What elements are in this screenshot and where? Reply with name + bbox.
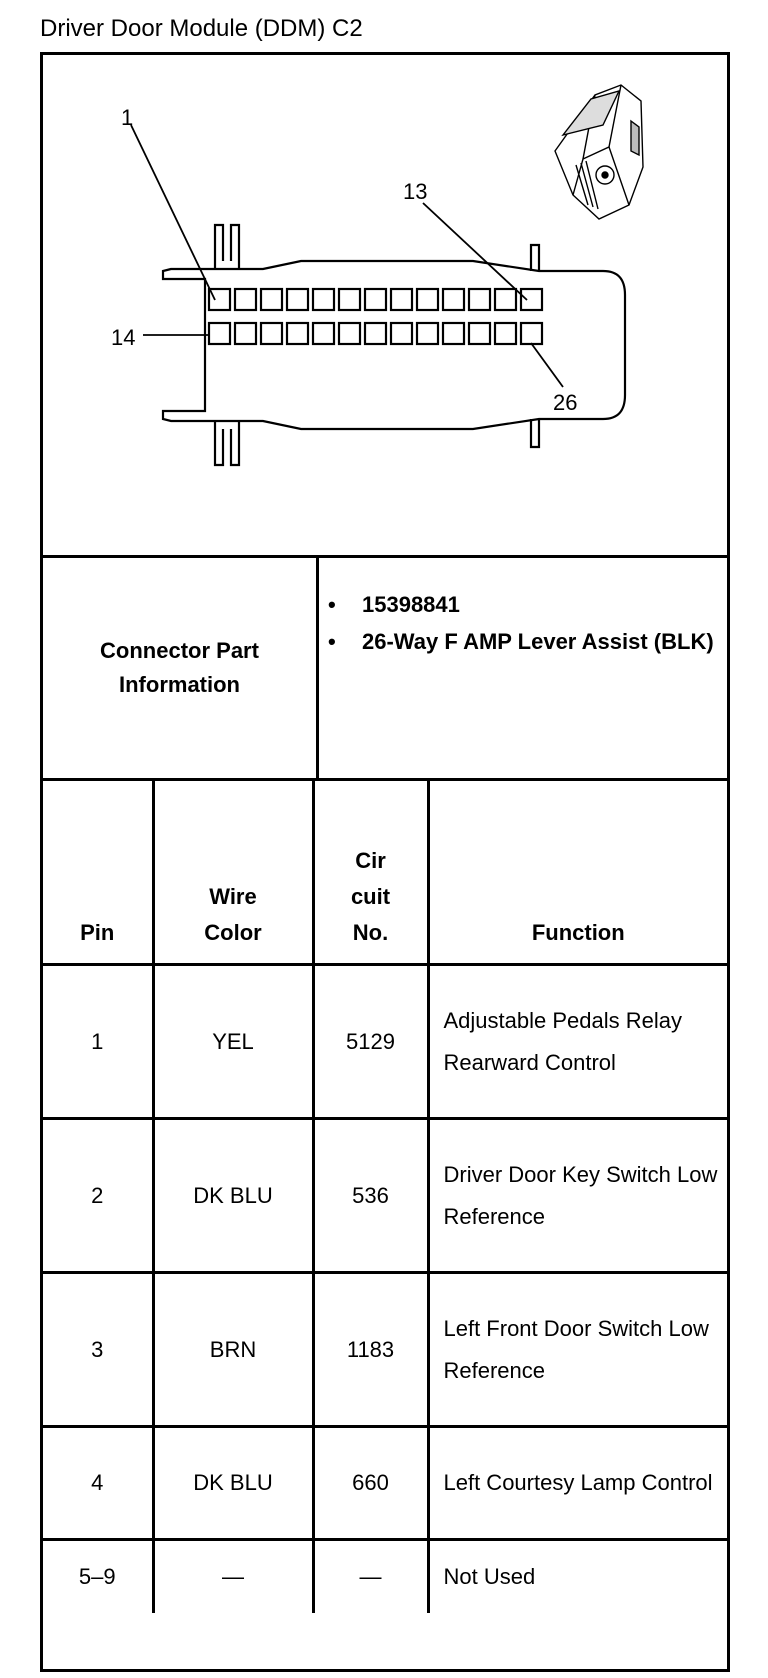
right-top-tab: [529, 243, 541, 271]
cavity-18: [311, 321, 336, 346]
cavity-7: [363, 287, 388, 312]
connector-diagram: 1 13 14 26: [43, 55, 727, 558]
cavity-16: [259, 321, 284, 346]
pinout-table: Pin Wire Color Cir cuit No. Function 1 Y…: [43, 781, 727, 1613]
pin-cell: 2: [43, 1117, 155, 1274]
cavity-14: [207, 321, 232, 346]
table-row: 2 DK BLU 536 Driver Door Key Switch Low …: [43, 1117, 727, 1274]
cavity-2: [233, 287, 258, 312]
leader-line-13: [422, 202, 528, 301]
cavity-11: [467, 287, 492, 312]
circuit-cell: 1183: [311, 1271, 430, 1428]
part-number: 15398841: [362, 592, 460, 617]
pin-cell: 5–9: [43, 1538, 155, 1613]
table-row: 1 YEL 5129 Adjustable Pedals Relay Rearw…: [43, 963, 727, 1120]
header-pin: Pin: [43, 781, 155, 966]
bullet-icon: •: [328, 592, 336, 617]
pin-cell: 3: [43, 1271, 155, 1428]
cavity-8: [389, 287, 414, 312]
pin-cell: 4: [43, 1425, 155, 1541]
pin-label-26: 26: [553, 390, 577, 415]
connector-part-info-label: Connector Part Information: [43, 558, 319, 778]
cavity-15: [233, 321, 258, 346]
circuit-cell: 660: [311, 1425, 430, 1541]
cavity-10: [441, 287, 466, 312]
leader-line-26: [530, 342, 564, 388]
cavity-17: [285, 321, 310, 346]
table-row: 4 DK BLU 660 Left Courtesy Lamp Control: [43, 1425, 727, 1541]
cavity-23: [441, 321, 466, 346]
circuit-cell: —: [311, 1538, 430, 1613]
page-title: Driver Door Module (DDM) C2: [40, 15, 363, 42]
wire-color-cell: DK BLU: [151, 1117, 315, 1274]
connector-type-item: • 26-Way F AMP Lever Assist (BLK): [328, 623, 718, 660]
bottom-latch: [213, 421, 241, 467]
function-cell: Left Courtesy Lamp Control: [426, 1425, 727, 1541]
cavity-12: [493, 287, 518, 312]
table-row: 3 BRN 1183 Left Front Door Switch Low Re…: [43, 1271, 727, 1428]
header-function: Function: [426, 781, 727, 966]
pin-label-14: 14: [111, 325, 135, 350]
wire-color-cell: YEL: [151, 963, 315, 1120]
cavity-25: [493, 321, 518, 346]
connector-part-info: Connector Part Information • 15398841 • 26…: [43, 558, 727, 781]
bullet-icon: •: [328, 629, 336, 654]
header-circuit-no: Cir cuit No.: [311, 781, 430, 966]
connector-part-info-values: • 15398841 • 26-Way F AMP Lever Assist (BL…: [328, 586, 718, 660]
wire-color-cell: BRN: [151, 1271, 315, 1428]
cavity-13: [519, 287, 544, 312]
cavity-6: [337, 287, 362, 312]
cavity-22: [415, 321, 440, 346]
function-cell: Driver Door Key Switch Low Reference: [426, 1117, 727, 1274]
cavity-19: [337, 321, 362, 346]
pinout-header-row: Pin Wire Color Cir cuit No. Function: [43, 781, 727, 966]
table-row: 5–9 — — Not Used: [43, 1538, 727, 1613]
wire-color-cell: —: [151, 1538, 315, 1613]
pin-label-1: 1: [121, 105, 133, 130]
part-number-item: • 15398841: [328, 586, 718, 623]
cavity-21: [389, 321, 414, 346]
cavity-grid: [207, 287, 544, 346]
top-latch: [213, 223, 241, 269]
circuit-cell: 5129: [311, 963, 430, 1120]
connector-type: 26-Way F AMP Lever Assist (BLK): [362, 629, 714, 654]
pin-cell: 1: [43, 963, 155, 1120]
connector-card: 1 13 14 26 Connector Part Information • 1: [40, 52, 730, 1672]
connector-housing-outline: [161, 259, 627, 431]
cavity-5: [311, 287, 336, 312]
function-cell: Not Used: [426, 1538, 727, 1613]
wire-color-cell: DK BLU: [151, 1425, 315, 1541]
function-cell: Left Front Door Switch Low Reference: [426, 1271, 727, 1428]
pin-label-13: 13: [403, 179, 427, 204]
leader-line-1: [130, 124, 216, 301]
circuit-cell: 536: [311, 1117, 430, 1274]
cavity-9: [415, 287, 440, 312]
cavity-3: [259, 287, 284, 312]
cavity-26: [519, 321, 544, 346]
connector-drawing: 1 13 14 26: [111, 84, 644, 467]
cavity-24: [467, 321, 492, 346]
function-cell: Adjustable Pedals Relay Rearward Control: [426, 963, 727, 1120]
cavity-20: [363, 321, 388, 346]
connector-3d-icon: [554, 84, 644, 220]
cavity-1: [207, 287, 232, 312]
right-bottom-tab: [529, 419, 541, 449]
header-wire-color: Wire Color: [151, 781, 315, 966]
cavity-4: [285, 287, 310, 312]
